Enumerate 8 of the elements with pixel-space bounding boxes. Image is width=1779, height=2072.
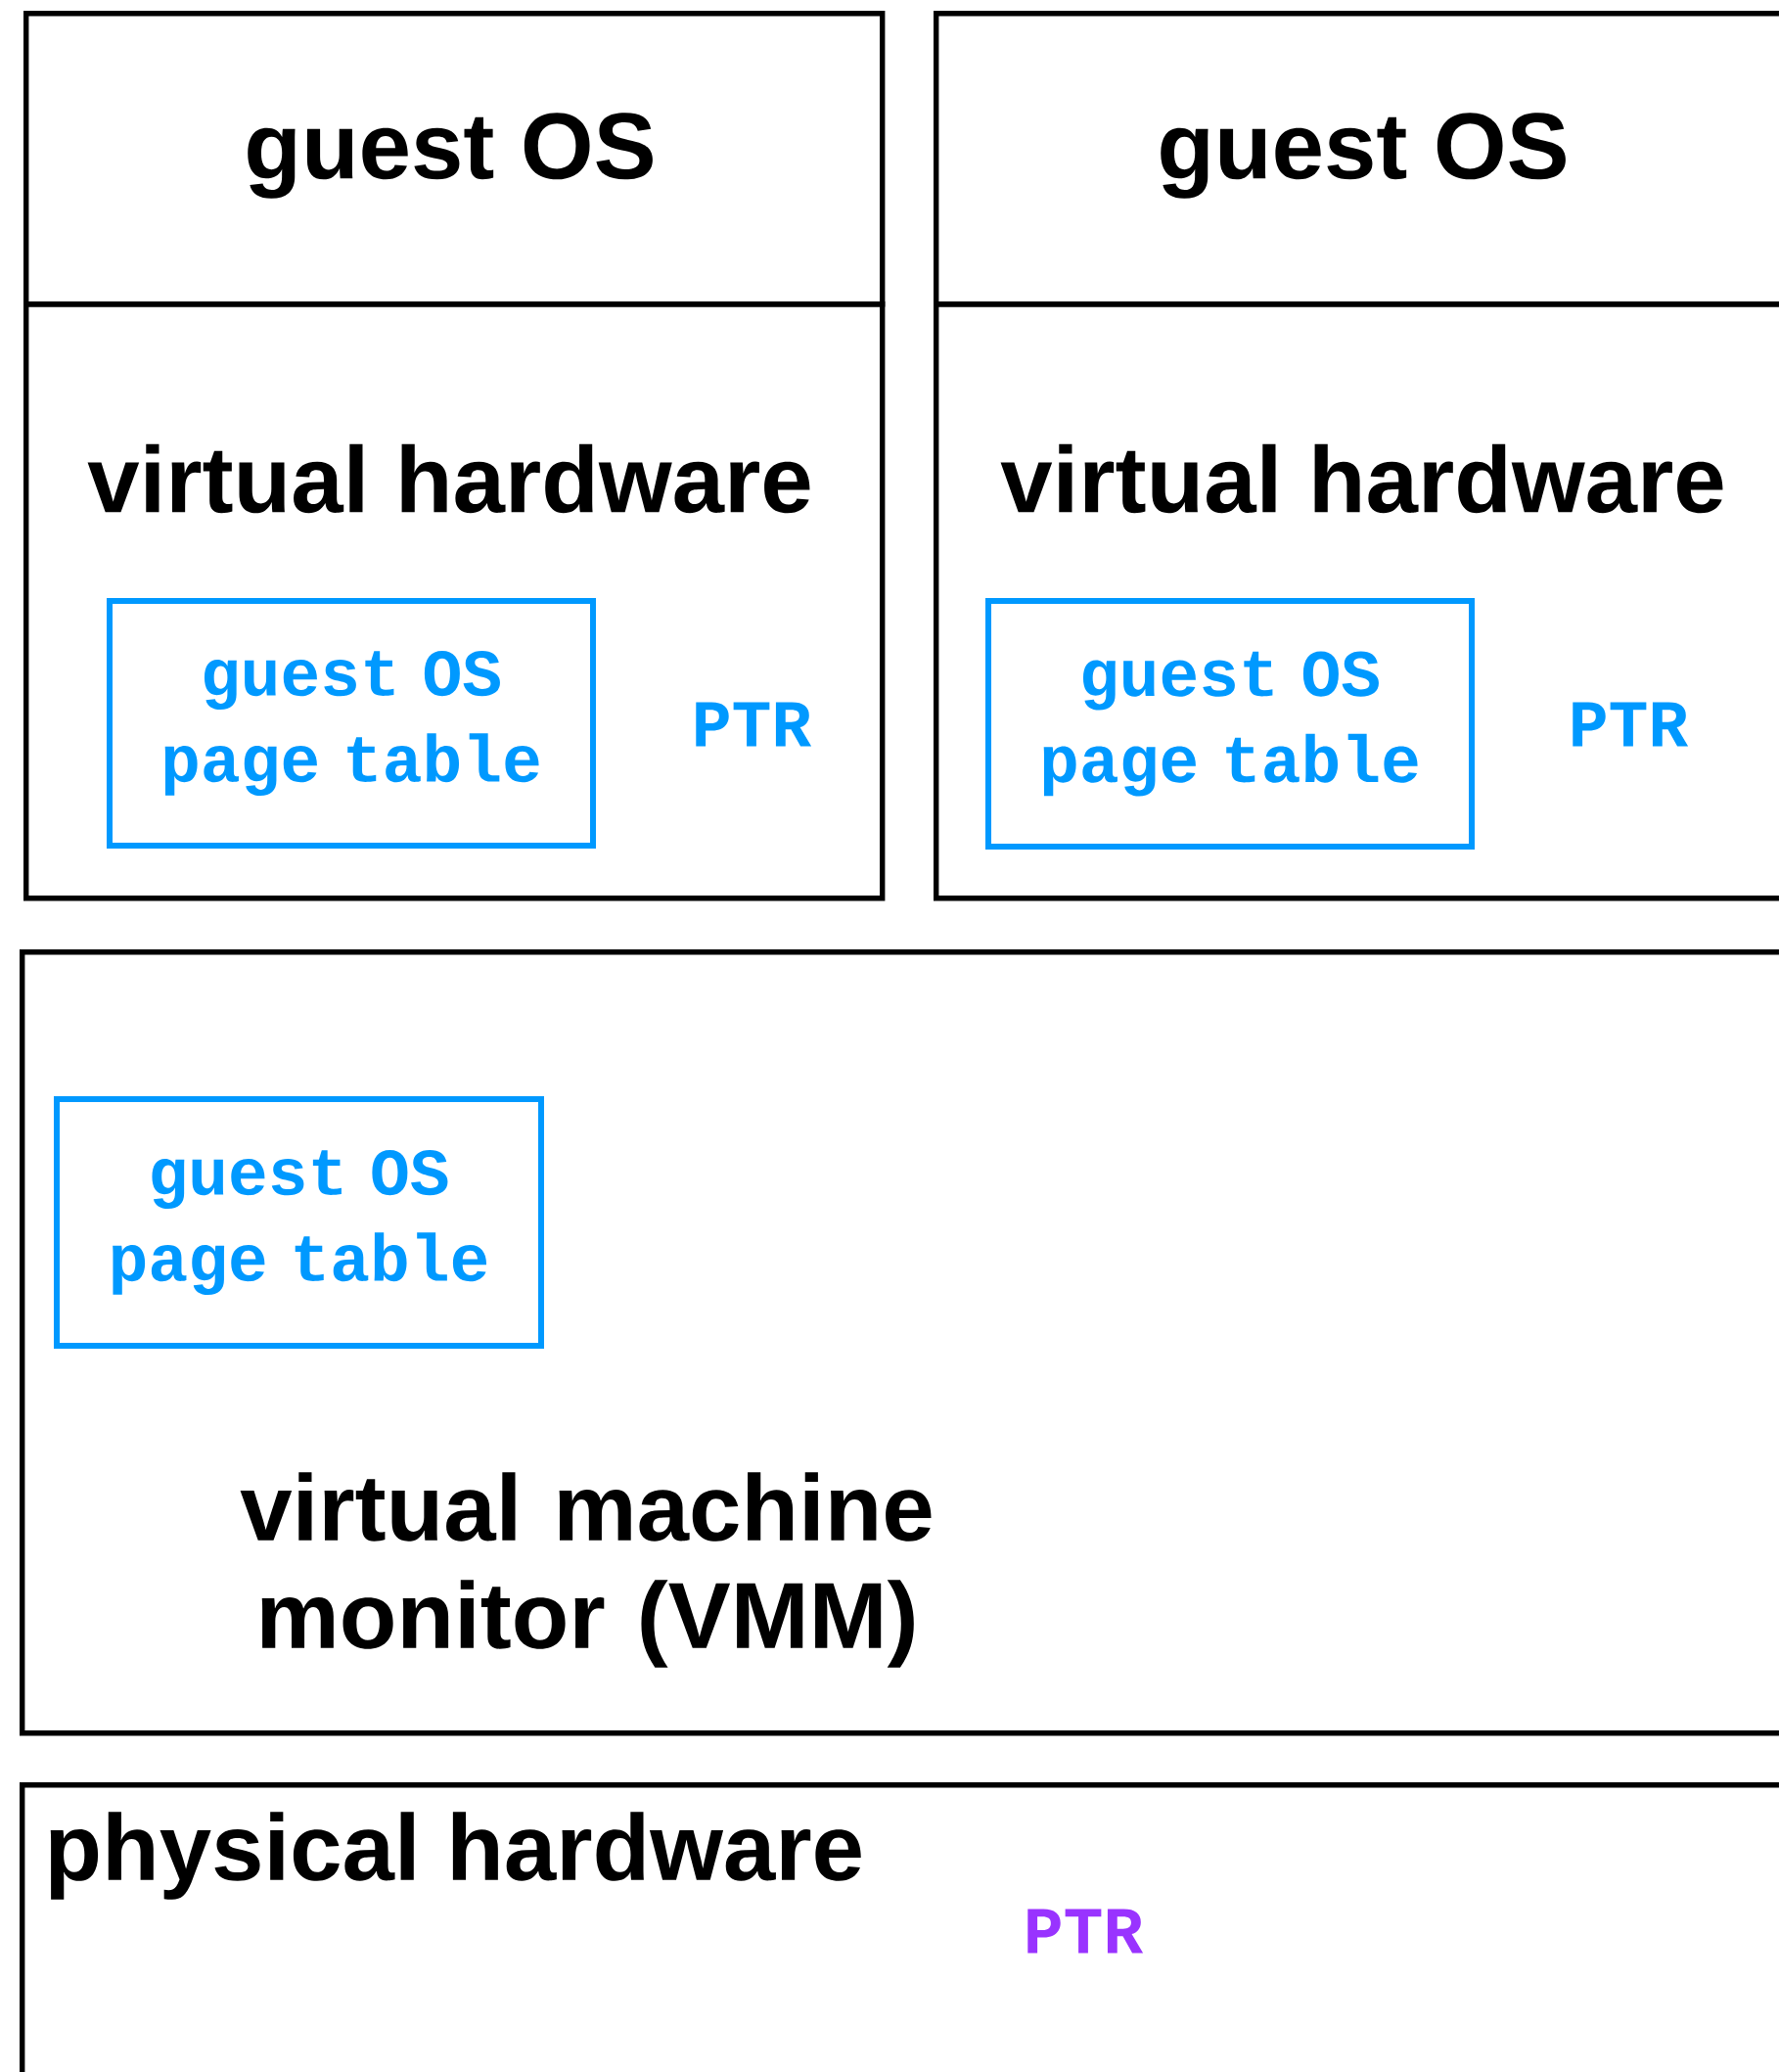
register-label: PTR [696, 702, 812, 747]
layer-box: guest OS [23, 11, 886, 307]
register-label: PTR [1573, 702, 1689, 747]
page-table-box: guest OS page table [985, 598, 1475, 850]
register-label: PTR [1027, 1909, 1144, 1954]
layer-box: guest OS [934, 11, 1779, 307]
page-table-box: guest OS page table [107, 598, 596, 849]
page-table-box: guest OS page table [54, 1096, 544, 1349]
